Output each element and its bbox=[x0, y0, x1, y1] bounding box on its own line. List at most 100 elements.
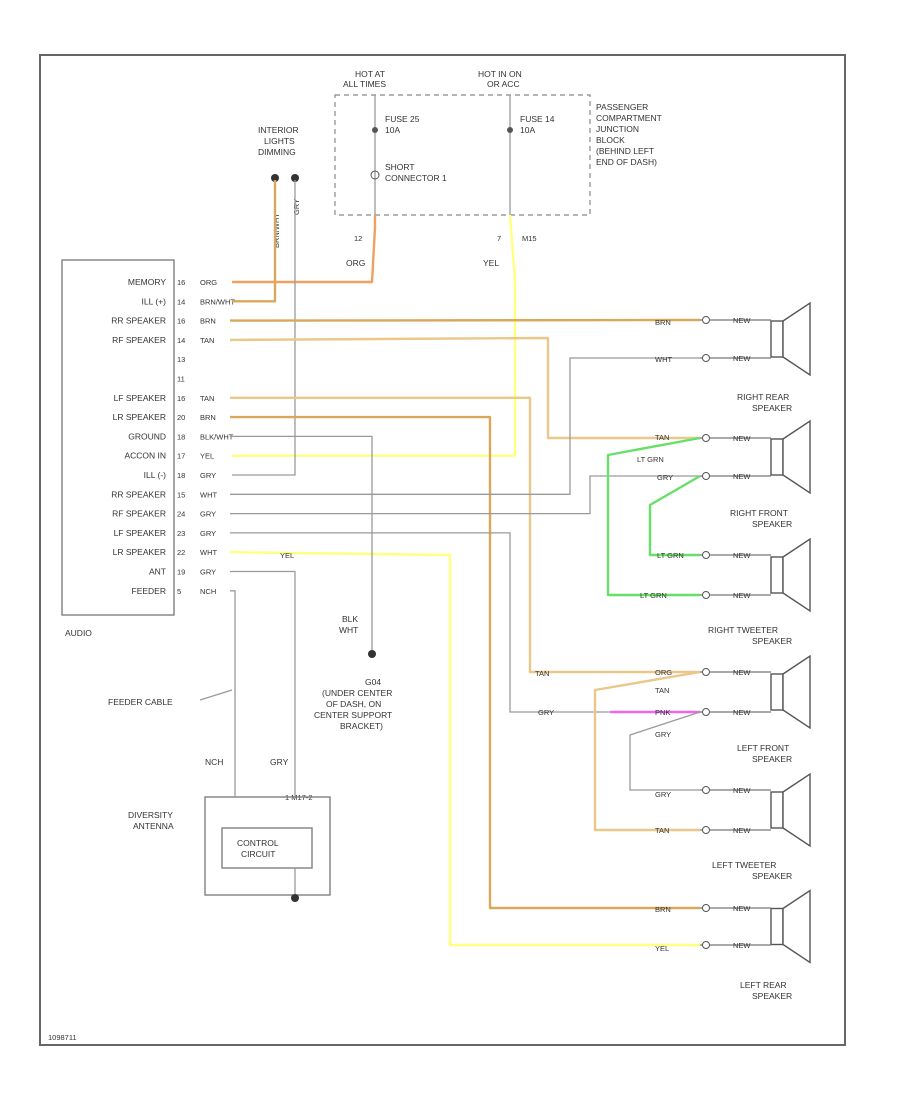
svg-text:NEW: NEW bbox=[733, 708, 751, 717]
audio-pin-number: 24 bbox=[177, 510, 185, 519]
svg-text:NEW: NEW bbox=[733, 472, 751, 481]
interior-lights-dimming: INTERIOR LIGHTS DIMMING BRN/WHT GRY bbox=[258, 125, 301, 248]
wire-label: GRY bbox=[655, 730, 671, 739]
ill-minus-wire bbox=[232, 180, 296, 476]
junction-block: HOT AT ALL TIMES HOT IN ON OR ACC FUSE 2… bbox=[334, 69, 662, 268]
svg-text:NEW: NEW bbox=[733, 786, 751, 795]
ground-point: BLK WHT G04 (UNDER CENTER OF DASH, ON CE… bbox=[314, 614, 392, 731]
audio-pin-number: 14 bbox=[177, 336, 185, 345]
svg-text:FUSE 14: FUSE 14 bbox=[520, 114, 555, 124]
lf-speaker-wire bbox=[230, 396, 700, 674]
wire-label: GRY bbox=[538, 708, 554, 717]
wire-label: LT GRN bbox=[657, 551, 684, 560]
wire-label: TAN bbox=[655, 826, 669, 835]
svg-text:CONTROL: CONTROL bbox=[237, 838, 279, 848]
diversity-antenna: FEEDER CABLE NCH GRY 1 M17-2 DIVERSITY A… bbox=[108, 689, 331, 902]
svg-text:CONNECTOR 1: CONNECTOR 1 bbox=[385, 173, 447, 183]
svg-text:(UNDER CENTER: (UNDER CENTER bbox=[322, 688, 392, 698]
diagram-id: 1098711 bbox=[48, 1033, 77, 1042]
svg-text:RIGHT TWEETER: RIGHT TWEETER bbox=[708, 625, 778, 635]
svg-text:(BEHIND LEFT: (BEHIND LEFT bbox=[596, 146, 654, 156]
svg-text:FUSE 25: FUSE 25 bbox=[385, 114, 420, 124]
audio-pin-number: 16 bbox=[177, 278, 185, 287]
svg-text:FEEDER CABLE: FEEDER CABLE bbox=[108, 697, 173, 707]
svg-text:DIMMING: DIMMING bbox=[258, 147, 296, 157]
svg-text:OF DASH, ON: OF DASH, ON bbox=[326, 699, 381, 709]
audio-pin-wire-color: BRN bbox=[200, 317, 216, 326]
svg-text:END OF DASH): END OF DASH) bbox=[596, 157, 657, 167]
svg-text:SPEAKER: SPEAKER bbox=[752, 991, 792, 1001]
svg-text:NEW: NEW bbox=[733, 591, 751, 600]
svg-text:SPEAKER: SPEAKER bbox=[752, 403, 792, 413]
svg-text:10A: 10A bbox=[520, 125, 535, 135]
svg-text:SPEAKER: SPEAKER bbox=[752, 754, 792, 764]
svg-text:ALL TIMES: ALL TIMES bbox=[343, 79, 386, 89]
wire-label: PNK bbox=[655, 708, 670, 717]
svg-text:GRY: GRY bbox=[270, 757, 289, 767]
wire-label: TAN bbox=[535, 669, 549, 678]
svg-text:AUDIO: AUDIO bbox=[65, 628, 92, 638]
audio-pin-wire-color: WHT bbox=[200, 548, 217, 557]
svg-text:LEFT REAR: LEFT REAR bbox=[740, 980, 787, 990]
audio-pin-name: ILL (-) bbox=[144, 470, 167, 480]
wire-label: BRN bbox=[655, 318, 671, 327]
svg-text:G04: G04 bbox=[365, 677, 381, 687]
audio-unit: AUDIO bbox=[61, 259, 175, 638]
audio-pin-name: LF SPEAKER bbox=[114, 393, 166, 403]
wire-label: BRN bbox=[655, 905, 671, 914]
audio-pin-wire-color: GRY bbox=[200, 471, 216, 480]
svg-text:NEW: NEW bbox=[733, 551, 751, 560]
right-tweeter-speaker: NEW NEW bbox=[700, 537, 811, 613]
svg-text:NCH: NCH bbox=[205, 757, 223, 767]
audio-pin-name: RR SPEAKER bbox=[111, 489, 166, 499]
svg-text:OR ACC: OR ACC bbox=[487, 79, 520, 89]
audio-pin-number: 23 bbox=[177, 529, 185, 538]
svg-text:ORG: ORG bbox=[346, 258, 365, 268]
svg-text:10A: 10A bbox=[385, 125, 400, 135]
svg-text:SPEAKER: SPEAKER bbox=[752, 871, 792, 881]
accon-wire bbox=[232, 214, 517, 457]
svg-text:BLK: BLK bbox=[342, 614, 358, 624]
tweeter-jumper-wire bbox=[606, 436, 701, 597]
svg-text:NEW: NEW bbox=[733, 316, 751, 325]
audio-pin-number: 20 bbox=[177, 413, 185, 422]
audio-pin-number: 14 bbox=[177, 297, 185, 306]
speaker-labels: RIGHT REAR SPEAKER RIGHT FRONT SPEAKER R… bbox=[708, 392, 792, 1001]
audio-pin-name: LR SPEAKER bbox=[113, 412, 166, 422]
audio-pin-number: 11 bbox=[177, 375, 185, 384]
wire-label: YEL bbox=[280, 551, 294, 560]
svg-text:BLOCK: BLOCK bbox=[596, 135, 625, 145]
svg-text:CIRCUIT: CIRCUIT bbox=[241, 849, 275, 859]
diagram-border bbox=[39, 54, 846, 1046]
right-rear-speaker: NEW NEW bbox=[700, 301, 811, 377]
wire-label: YEL bbox=[655, 944, 669, 953]
svg-text:LIGHTS: LIGHTS bbox=[264, 136, 295, 146]
svg-text:NEW: NEW bbox=[733, 354, 751, 363]
svg-text:SPEAKER: SPEAKER bbox=[752, 519, 792, 529]
wire-label: LT GRN bbox=[640, 591, 667, 600]
ground-wire bbox=[230, 435, 373, 650]
audio-pin-name: MEMORY bbox=[128, 277, 166, 287]
svg-text:JUNCTION: JUNCTION bbox=[596, 124, 639, 134]
svg-text:ANTENNA: ANTENNA bbox=[133, 821, 174, 831]
audio-pin-name: RR SPEAKER bbox=[111, 316, 166, 326]
audio-pin-number: 5 bbox=[177, 587, 181, 596]
audio-pin-number: 22 bbox=[177, 548, 185, 557]
lr-speaker-wire bbox=[230, 415, 700, 910]
rr-speaker-wire bbox=[229, 318, 701, 322]
audio-pin-name: ANT bbox=[149, 567, 166, 577]
audio-pin-name: ACCON IN bbox=[124, 451, 166, 461]
rf-minus-wire bbox=[230, 475, 700, 515]
ill-plus-wire bbox=[232, 180, 277, 303]
lf-minus-wire bbox=[230, 532, 700, 713]
audio-pin-number: 19 bbox=[177, 568, 185, 577]
audio-pin-wire-color: WHT bbox=[200, 490, 217, 499]
audio-pin-name: FEEDER bbox=[132, 586, 166, 596]
wire-label: WHT bbox=[655, 355, 672, 364]
svg-text:HOT IN ON: HOT IN ON bbox=[478, 69, 522, 79]
